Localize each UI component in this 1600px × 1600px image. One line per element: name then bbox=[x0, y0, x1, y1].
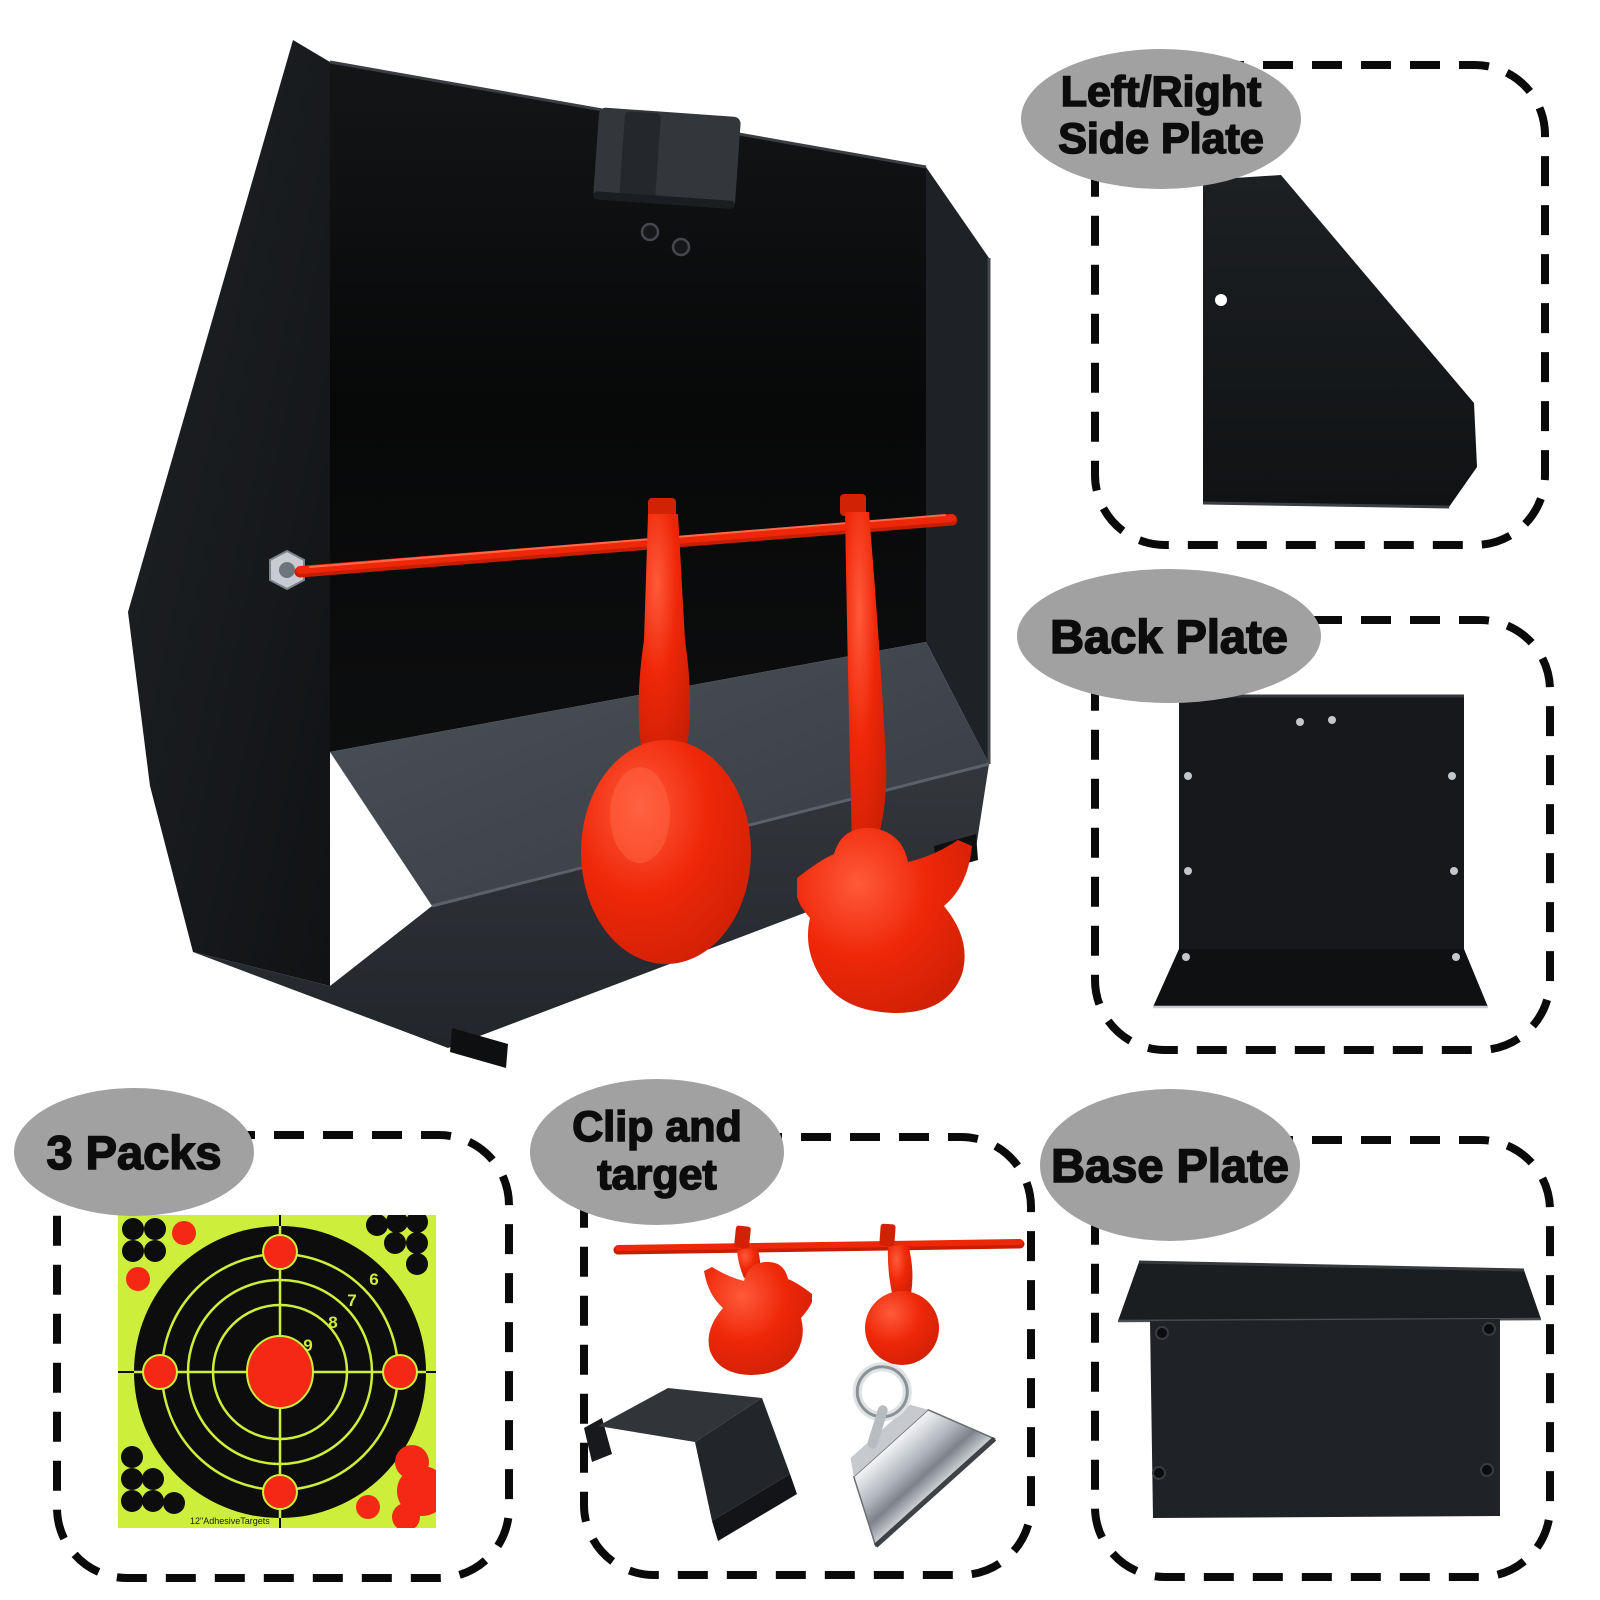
target-sticker-photo: 6 7 8 9 12"AdhesiveTargets bbox=[118, 1215, 436, 1528]
trap-hex-bolt bbox=[269, 549, 305, 591]
side-plate-label-line1: Left/Right bbox=[1061, 68, 1262, 116]
callout-side-plate: Left/Right Side Plate bbox=[1021, 49, 1549, 549]
side-plate-hole bbox=[1215, 294, 1227, 306]
back-plate-label: Back Plate bbox=[1050, 610, 1288, 663]
kit-round-spinner bbox=[865, 1244, 939, 1365]
trap-left-side-plate bbox=[128, 40, 330, 986]
base-plate-label: Base Plate bbox=[1051, 1139, 1289, 1192]
side-plate-label-line2: Side Plate bbox=[1058, 115, 1264, 163]
clip-target-dashed-box bbox=[580, 1133, 1035, 1579]
clip-target-label-line1: Clip and bbox=[572, 1103, 742, 1151]
trap-screw-1 bbox=[640, 222, 660, 242]
side-plate-dashed-box bbox=[1091, 61, 1549, 549]
ring-number-9: 9 bbox=[303, 1336, 312, 1355]
corner-pasters-red bbox=[126, 1221, 436, 1528]
trap-top-clip bbox=[593, 107, 741, 209]
base-plate-dashed-box bbox=[1091, 1136, 1554, 1581]
corner-pasters-black bbox=[121, 1215, 428, 1514]
back-plate-holes bbox=[1182, 716, 1460, 961]
back-plate-label-bubble bbox=[1017, 569, 1321, 703]
callout-clip-and-target: Clip and target bbox=[530, 1079, 1035, 1579]
spinner-rod-kit-photo bbox=[613, 1223, 1025, 1375]
trap-foot-left bbox=[450, 1028, 508, 1068]
callout-back-plate: Back Plate bbox=[1017, 569, 1554, 1054]
kit-duck-spinner bbox=[704, 1247, 812, 1375]
ring-number-6: 6 bbox=[369, 1270, 378, 1289]
binder-clip-photo bbox=[850, 1362, 997, 1548]
clip-target-label-bubble bbox=[530, 1079, 784, 1225]
base-plate-holes bbox=[1152, 1322, 1496, 1480]
side-plate-photo bbox=[1202, 175, 1477, 509]
side-plate-label-bubble bbox=[1021, 49, 1301, 189]
callout-3-packs: 6 7 8 9 12"AdhesiveTargets bbox=[14, 1088, 513, 1582]
ring-number-8: 8 bbox=[328, 1313, 337, 1332]
spinner-rod bbox=[294, 514, 958, 578]
base-plate-photo bbox=[1117, 1260, 1542, 1518]
hanging-clip-photo bbox=[584, 1388, 797, 1541]
spoon-spinner bbox=[581, 498, 751, 964]
duck-spinner bbox=[797, 494, 972, 1013]
callout-base-plate: Base Plate bbox=[1040, 1089, 1554, 1581]
trap-screw-2 bbox=[671, 237, 691, 257]
base-plate-label-bubble bbox=[1040, 1089, 1300, 1241]
bullseye-red-dots bbox=[142, 1234, 418, 1510]
back-plate-photo bbox=[1153, 694, 1488, 1009]
packs-label-bubble bbox=[14, 1088, 254, 1216]
trap-front-base bbox=[193, 764, 989, 1048]
trap-back-interior bbox=[330, 62, 926, 752]
ring-number-7: 7 bbox=[347, 1291, 356, 1310]
back-plate-dashed-box bbox=[1091, 616, 1554, 1054]
packs-dashed-box bbox=[53, 1131, 513, 1582]
clip-target-label-line2: target bbox=[597, 1151, 716, 1199]
packs-label: 3 Packs bbox=[46, 1126, 221, 1179]
sticker-footer-text: 12"AdhesiveTargets bbox=[190, 1516, 270, 1526]
trap-right-side-plate bbox=[926, 167, 989, 764]
pellet-trap-photo bbox=[128, 40, 991, 1068]
